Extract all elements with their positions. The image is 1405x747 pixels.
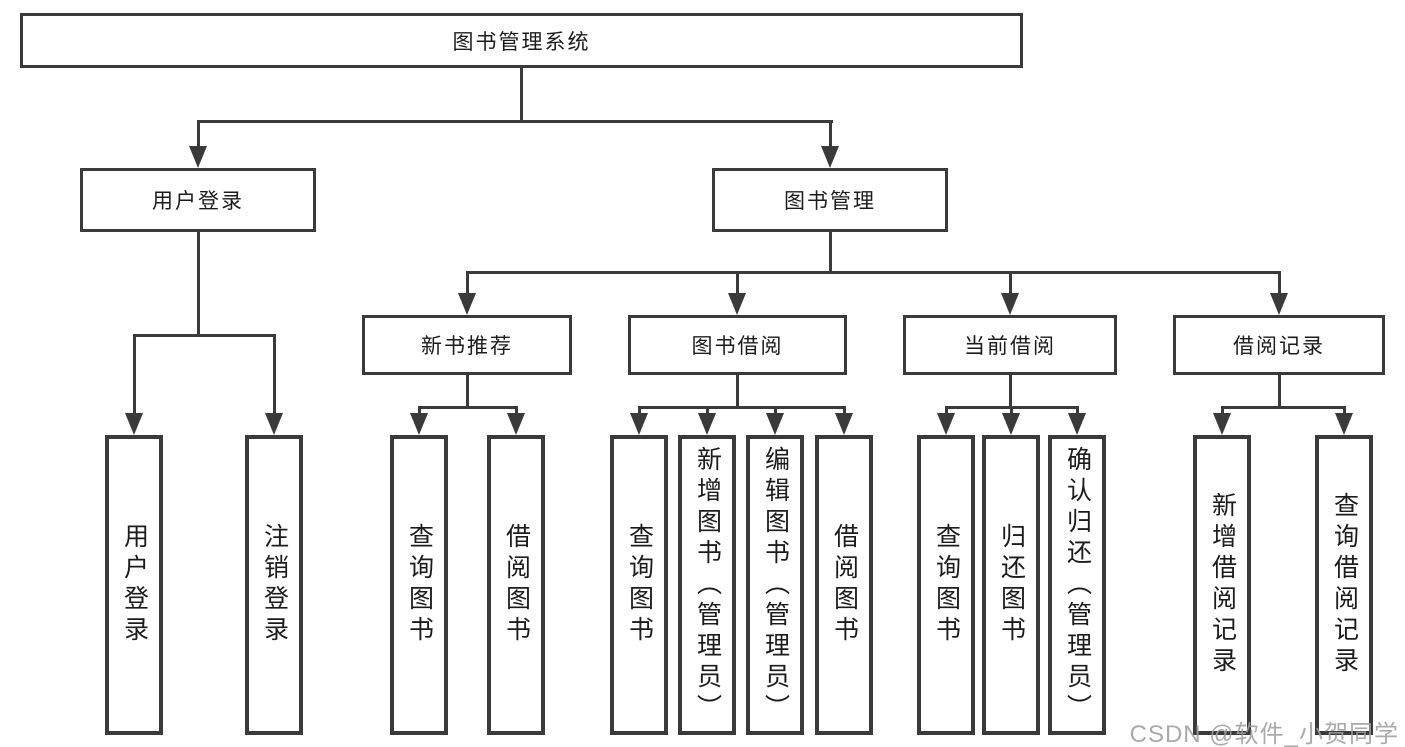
arrow-down-icon	[1001, 293, 1019, 315]
connector-leaf-stub	[515, 406, 518, 415]
leaf-add-book-admin-label: 新增图书（管理员）	[693, 445, 722, 725]
connector-book-mgmt-rail	[466, 271, 1281, 274]
connector-borrow-records-rail	[1221, 406, 1346, 409]
connector-to-current-borrow	[1009, 271, 1012, 295]
node-library-system: 图书管理系统	[20, 13, 1023, 68]
connector-leaf-stub	[843, 406, 846, 415]
arrow-down-icon	[1068, 413, 1086, 435]
leaf-query-books-1-label: 查询图书	[405, 523, 434, 647]
leaf-query-books-3: 查询图书	[917, 435, 975, 735]
connector-leaf-stub	[945, 406, 948, 415]
node-new-book-recommend: 新书推荐	[362, 315, 572, 375]
arrow-down-icon	[728, 293, 746, 315]
leaf-borrow-books-2-label: 借阅图书	[830, 523, 859, 647]
connector-leaf-stub	[1343, 406, 1346, 415]
leaf-logout-label: 注销登录	[260, 523, 289, 647]
arrow-down-icon	[1270, 293, 1288, 315]
connector-to-new-book	[466, 271, 469, 295]
connector-leaf-stub	[638, 406, 641, 415]
node-book-management: 图书管理	[712, 168, 948, 232]
leaf-query-books-2: 查询图书	[610, 435, 668, 735]
node-new-book-recommend-label: 新书推荐	[421, 335, 513, 358]
arrow-down-icon	[125, 413, 143, 435]
leaf-query-books-3-label: 查询图书	[932, 523, 961, 647]
leaf-return-books: 归还图书	[982, 435, 1040, 735]
leaf-edit-book-admin-label: 编辑图书（管理员）	[761, 445, 790, 725]
leaf-borrow-books-2: 借阅图书	[815, 435, 873, 735]
connector-root-rail	[197, 120, 833, 123]
arrow-down-icon	[458, 293, 476, 315]
connector-current-borrow-stem	[1009, 375, 1012, 408]
node-book-management-label: 图书管理	[784, 190, 876, 213]
arrow-down-icon	[630, 413, 648, 435]
connector-to-book-borrow	[736, 271, 739, 295]
leaf-add-book-admin: 新增图书（管理员）	[678, 435, 736, 735]
leaf-user-login-label: 用户登录	[120, 523, 149, 647]
arrow-down-icon	[1335, 413, 1353, 435]
arrow-down-icon	[410, 413, 428, 435]
leaf-add-borrow-record-label: 新增借阅记录	[1208, 492, 1237, 678]
connector-borrow-records-stem	[1278, 375, 1281, 408]
leaf-borrow-books-1: 借阅图书	[487, 435, 545, 735]
connector-book-mgmt-stem	[829, 232, 832, 273]
arrow-down-icon	[1002, 413, 1020, 435]
node-book-borrow: 图书借阅	[628, 315, 847, 375]
leaf-borrow-books-1-label: 借阅图书	[502, 523, 531, 647]
connector-leaf-stub	[1010, 406, 1013, 415]
arrow-down-icon	[189, 146, 207, 168]
leaf-return-books-label: 归还图书	[997, 523, 1026, 647]
arrow-down-icon	[835, 413, 853, 435]
connector-book-borrow-stem	[736, 375, 739, 408]
connector-leaf-stub	[418, 406, 421, 415]
connector-root-stem	[520, 68, 523, 123]
arrow-down-icon	[507, 413, 525, 435]
node-library-system-label: 图书管理系统	[452, 30, 591, 54]
leaf-query-books-2-label: 查询图书	[625, 523, 654, 647]
leaf-edit-book-admin: 编辑图书（管理员）	[746, 435, 804, 735]
leaf-logout: 注销登录	[245, 435, 303, 735]
node-current-borrow: 当前借阅	[903, 315, 1117, 375]
connector-user-login-stem	[197, 232, 200, 336]
connector-new-book-rail	[418, 406, 518, 409]
leaf-confirm-return-admin: 确认归还（管理员）	[1048, 435, 1106, 735]
connector-user-login-rail	[133, 334, 276, 337]
connector-book-borrow-rail	[638, 406, 846, 409]
connector-to-leaf-login	[133, 334, 136, 413]
connector-new-book-stem	[466, 375, 469, 408]
arrow-down-icon	[821, 146, 839, 168]
node-borrow-records-label: 借阅记录	[1233, 335, 1325, 358]
arrow-down-icon	[1213, 413, 1231, 435]
arrow-down-icon	[937, 413, 955, 435]
node-book-borrow-label: 图书借阅	[691, 335, 784, 358]
leaf-add-borrow-record: 新增借阅记录	[1193, 435, 1251, 735]
csdn-watermark: CSDN @软件_小贺同学	[1129, 721, 1399, 747]
connector-leaf-stub	[1221, 406, 1224, 415]
node-current-borrow-label: 当前借阅	[964, 335, 1056, 358]
arrow-down-icon	[265, 413, 283, 435]
leaf-confirm-return-admin-label: 确认归还（管理员）	[1063, 445, 1092, 725]
leaf-query-borrow-record-label: 查询借阅记录	[1330, 492, 1359, 678]
connector-leaf-stub	[706, 406, 709, 415]
leaf-query-books-1: 查询图书	[390, 435, 448, 735]
node-user-login-label: 用户登录	[152, 190, 244, 213]
arrow-down-icon	[766, 413, 784, 435]
connector-to-borrow-records	[1278, 271, 1281, 295]
node-user-login: 用户登录	[80, 168, 316, 232]
arrow-down-icon	[698, 413, 716, 435]
connector-leaf-stub	[1076, 406, 1079, 415]
connector-to-user-login	[197, 120, 200, 146]
connector-leaf-stub	[774, 406, 777, 415]
connector-to-book-management	[829, 120, 832, 146]
leaf-query-borrow-record: 查询借阅记录	[1315, 435, 1373, 735]
leaf-user-login: 用户登录	[105, 435, 163, 735]
connector-to-leaf-logout	[273, 334, 276, 413]
node-borrow-records: 借阅记录	[1173, 315, 1385, 375]
